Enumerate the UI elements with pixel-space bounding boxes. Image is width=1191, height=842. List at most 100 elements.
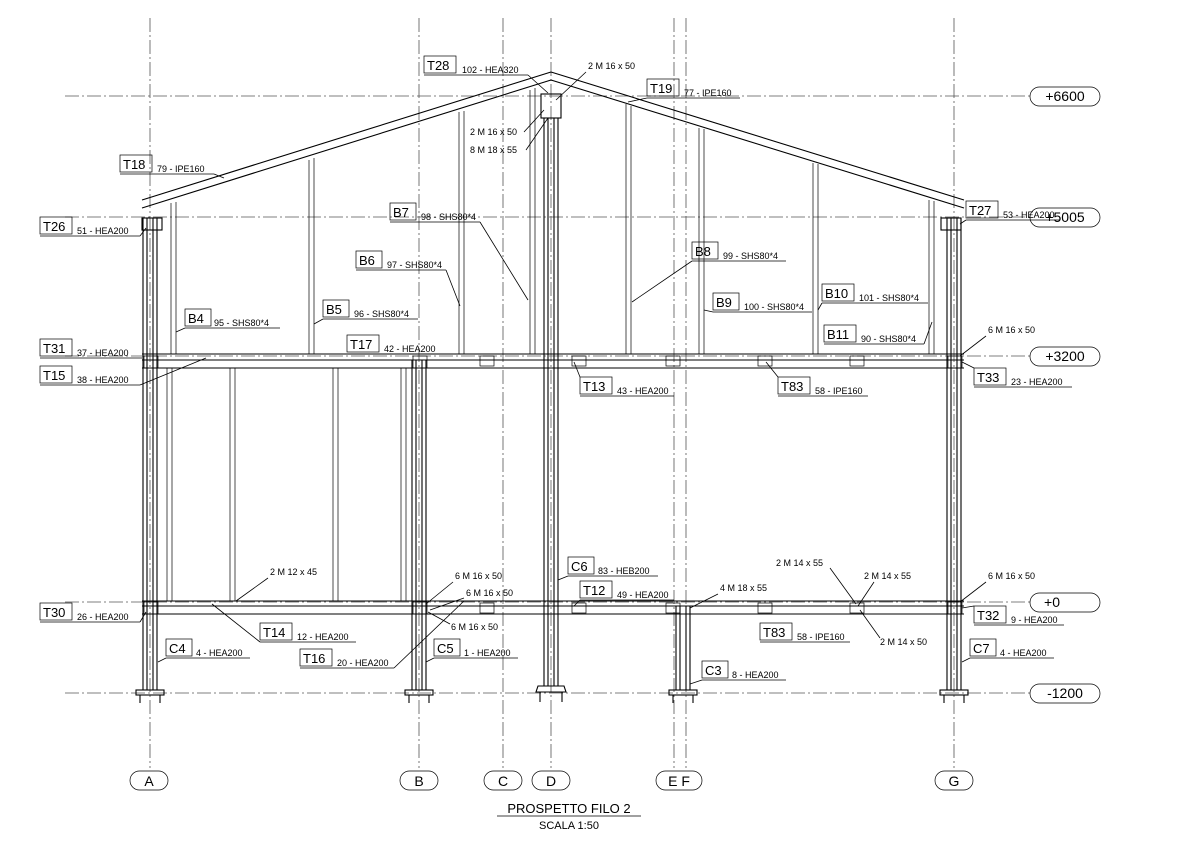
tag-label: B9 [716, 295, 732, 310]
level-bubble-3200: +3200 [1029, 346, 1101, 367]
tag-label: T14 [263, 625, 285, 640]
level-label: +6600 [1045, 88, 1085, 104]
tag-t12: T12 49 - HEA200 [573, 580, 674, 607]
tag-b5: B5 96 - SHS80*4 [313, 299, 418, 325]
level-bubble-5005: +5005 [1029, 207, 1101, 228]
tag-desc: 12 - HEA200 [297, 632, 349, 642]
bolt-note: 4 M 18 x 55 [720, 583, 767, 593]
axis-label: D [546, 773, 556, 789]
tag-label: T19 [650, 81, 672, 96]
bolt-note: 6 M 16 x 50 [988, 571, 1035, 581]
level-label: +3200 [1045, 348, 1085, 364]
tag-t28: T28 102 - HEA320 [423, 55, 549, 94]
tag-label: T26 [43, 219, 65, 234]
tag-b9: B9 100 - SHS80*4 [703, 292, 812, 313]
tag-label: C6 [571, 559, 588, 574]
tag-label: T83 [763, 625, 785, 640]
drawing-title: PROSPETTO FILO 2 SCALA 1:50 [497, 801, 641, 832]
tag-desc: 8 - HEA200 [732, 670, 779, 680]
level-lines [65, 95, 1030, 694]
tag-label: T27 [969, 203, 991, 218]
tag-label: T31 [43, 341, 65, 356]
tag-label: C7 [973, 641, 990, 656]
tag-b11: B11 90 - SHS80*4 [823, 321, 933, 345]
bolt-note: 2 M 14 x 55 [776, 558, 823, 568]
axis-label: E F [668, 773, 690, 789]
tag-t15: T15 38 - HEA200 [39, 357, 207, 386]
tag-c4: C4 4 - HEA200 [157, 638, 250, 663]
tag-label: B11 [827, 327, 849, 342]
eaves-block-left [141, 217, 163, 231]
bolt-note: 6 M 16 x 50 [466, 588, 513, 598]
tag-t16: T16 20 - HEA200 [299, 600, 465, 669]
axis-label: G [949, 773, 960, 789]
level-bubble-6600: +6600 [1029, 86, 1101, 107]
tag-desc: 100 - SHS80*4 [744, 302, 804, 312]
axis-bubble-c: C [483, 770, 523, 791]
lower-studs [166, 368, 407, 601]
level-label: +5005 [1045, 209, 1085, 225]
columns [142, 118, 962, 690]
tag-desc: 38 - HEA200 [77, 375, 129, 385]
tag-label: T17 [350, 337, 372, 352]
bolt-note: 2 M 14 x 55 [864, 571, 911, 581]
tag-t31: T31 37 - HEA200 [39, 338, 142, 359]
tag-desc: 9 - HEA200 [1011, 615, 1058, 625]
tag-t33: T33 23 - HEA200 [961, 361, 1072, 388]
axis-bubbles: A B C D E F G [129, 770, 974, 791]
tag-label: T33 [977, 370, 999, 385]
tag-desc: 79 - IPE160 [157, 164, 205, 174]
tag-t30: T30 26 - HEA200 [39, 602, 147, 623]
tag-desc: 4 - HEA200 [196, 648, 243, 658]
tag-t14: T14 12 - HEA200 [211, 603, 356, 643]
axis-label: B [414, 773, 423, 789]
level-bubble-minus1200: -1200 [1029, 683, 1101, 704]
tag-t26: T26 51 - HEA200 [39, 216, 147, 237]
tag-desc: 20 - HEA200 [337, 658, 389, 668]
tag-t27: T27 53 - HEA200 [959, 200, 1060, 225]
tag-desc: 49 - HEA200 [617, 590, 669, 600]
tag-desc: 99 - SHS80*4 [723, 251, 778, 261]
tag-label: T15 [43, 368, 65, 383]
ridge-plate [540, 93, 562, 119]
ground-floor-beam [142, 600, 964, 615]
tag-b7: B7 98 - SHS80*4 [389, 202, 529, 301]
tag-b4: B4 95 - SHS80*4 [175, 308, 280, 333]
tag-label: B10 [825, 286, 848, 301]
tag-desc: 102 - HEA320 [462, 65, 519, 75]
axis-bubble-g: G [934, 770, 974, 791]
upper-floor-beam [142, 353, 964, 369]
tag-desc: 37 - HEA200 [77, 348, 129, 358]
tag-desc: 97 - SHS80*4 [387, 260, 442, 270]
tag-t32: T32 9 - HEA200 [961, 605, 1064, 626]
tag-label: T30 [43, 605, 65, 620]
bolt-note: 2 M 14 x 50 [880, 637, 927, 647]
bolt-note: 8 M 18 x 55 [470, 145, 517, 155]
tag-label: C4 [169, 641, 186, 656]
tag-desc: 26 - HEA200 [77, 612, 129, 622]
tag-desc: 51 - HEA200 [77, 226, 129, 236]
tag-label: B7 [393, 205, 409, 220]
tag-t83-lower: T83 58 - IPE160 [759, 622, 850, 643]
base-plates [135, 685, 969, 703]
level-label: +0 [1044, 594, 1060, 610]
axis-bubble-a: A [129, 770, 169, 791]
tag-label: T16 [303, 651, 325, 666]
tag-label: T18 [123, 157, 145, 172]
tag-label: T28 [427, 58, 449, 73]
tag-desc: 83 - HEB200 [598, 566, 650, 576]
level-bubble-0: +0 [1029, 592, 1101, 613]
tag-label: B8 [695, 244, 711, 259]
tag-label: B6 [359, 253, 375, 268]
axis-bubble-d: D [531, 770, 571, 791]
tag-b10: B10 101 - SHS80*4 [817, 283, 928, 311]
roof-rafters [141, 71, 965, 209]
tag-t17: T17 42 - HEA200 [346, 334, 440, 355]
tag-desc: 96 - SHS80*4 [354, 309, 409, 319]
tag-c6: C6 83 - HEB200 [557, 556, 658, 581]
tag-desc: 77 - IPE160 [684, 88, 732, 98]
tag-desc: 43 - HEA200 [617, 386, 669, 396]
tag-label: C3 [705, 663, 722, 678]
tag-desc: 95 - SHS80*4 [214, 318, 269, 328]
